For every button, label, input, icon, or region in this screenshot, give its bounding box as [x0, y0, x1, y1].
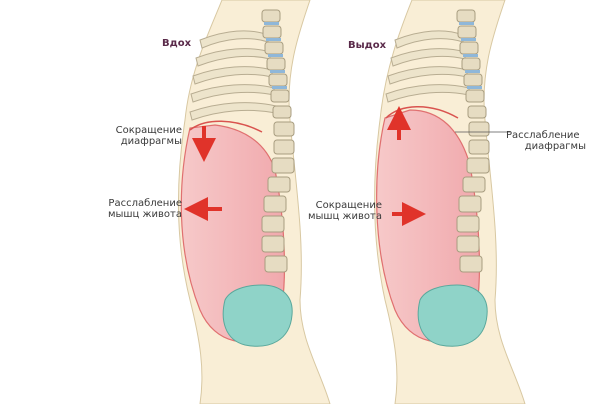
inhale-diaphragm [189, 120, 263, 133]
inhale-abs-label: Расслабление мышц живота [107, 198, 182, 220]
inhale-pelvis [222, 284, 293, 347]
exhale-title: Выдох [348, 40, 387, 51]
exhale-pelvis [417, 284, 488, 347]
exhale-abs-label: Сокращение мышц живота [307, 200, 382, 222]
inhale-title: Вдох [162, 38, 192, 49]
exhale-figure [374, 0, 526, 405]
inhale-diaphragm-label: Сокращение диафрагмы [115, 125, 182, 147]
exhale-spine [456, 9, 490, 273]
inhale-figure [177, 0, 331, 405]
inhale-spine [261, 9, 295, 273]
exhale-diaphragm-label: Расслабление диафрагмы [506, 130, 586, 152]
